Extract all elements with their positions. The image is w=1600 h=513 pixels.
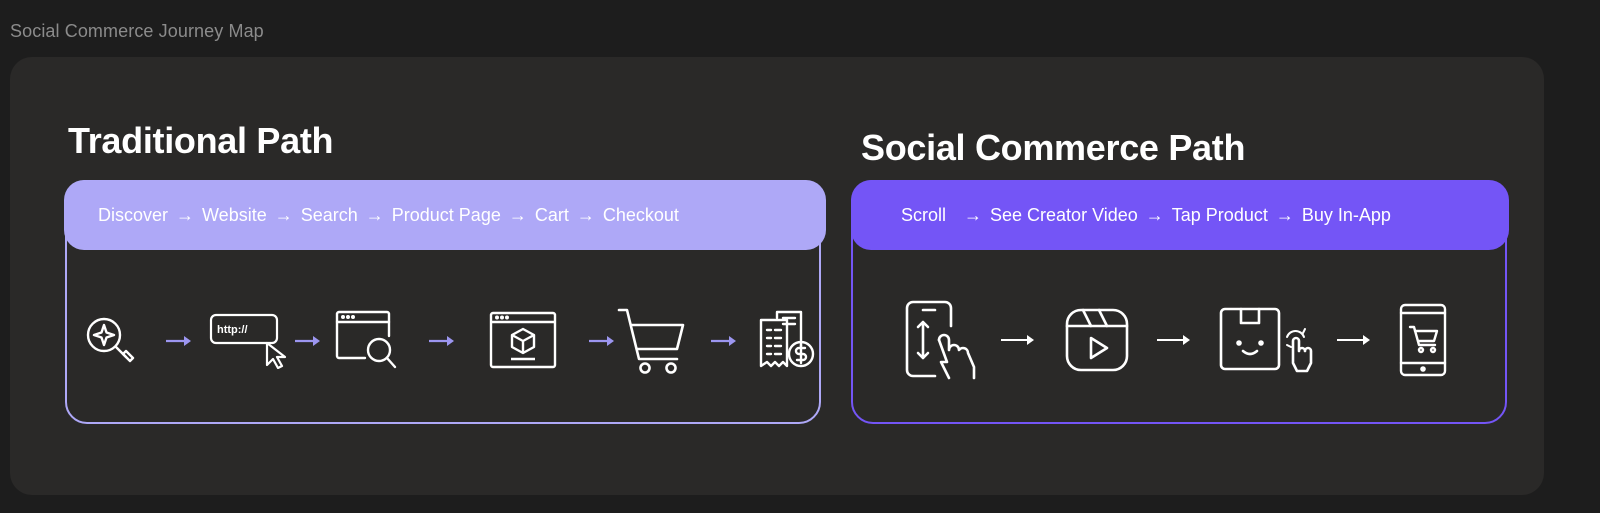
connector-arrow bbox=[429, 335, 455, 347]
connector-arrow bbox=[589, 335, 615, 347]
traditional-path-title: Traditional Path bbox=[68, 120, 334, 161]
mobile-cart-icon bbox=[1399, 303, 1447, 377]
step-see-creator-video: See Creator Video bbox=[990, 204, 1138, 225]
step-tap-product: Tap Product bbox=[1171, 204, 1268, 225]
traditional-path-panel: Discover → Website → Search → Product Pa… bbox=[64, 180, 826, 424]
step-scroll: Scroll bbox=[901, 204, 947, 225]
page-label: Social Commerce Journey Map bbox=[10, 21, 264, 41]
step-website: Website bbox=[202, 204, 267, 225]
traditional-steps-pill: Discover → Website → Search → Product Pa… bbox=[64, 180, 826, 250]
url-cursor-icon: http:// bbox=[209, 313, 295, 369]
arrow-right-icon: → bbox=[576, 204, 595, 225]
step-buy-in-app: Buy In-App bbox=[1301, 204, 1391, 225]
arrow-right-icon: → bbox=[508, 204, 527, 225]
receipt-payment-icon bbox=[759, 310, 819, 372]
social-steps-pill: Scroll → See Creator Video → Tap Product… bbox=[851, 180, 1509, 250]
connector-arrow bbox=[166, 335, 192, 347]
video-play-icon bbox=[1065, 308, 1129, 372]
social-path-panel: Scroll → See Creator Video → Tap Product… bbox=[851, 180, 1509, 424]
connector-arrow bbox=[1337, 334, 1371, 346]
arrow-right-icon: → bbox=[1145, 204, 1164, 225]
phone-swipe-icon bbox=[905, 300, 977, 380]
arrow-right-icon: → bbox=[1275, 204, 1294, 225]
social-path-title: Social Commerce Path bbox=[861, 127, 1246, 168]
connector-arrow bbox=[711, 335, 737, 347]
journey-map-card: Traditional Path Discover → Website → Se… bbox=[10, 57, 1544, 495]
step-checkout: Checkout bbox=[602, 204, 679, 225]
connector-arrow bbox=[295, 335, 321, 347]
step-product-page: Product Page bbox=[391, 204, 501, 225]
arrow-right-icon: → bbox=[964, 204, 983, 225]
browser-search-icon bbox=[335, 310, 399, 372]
shopping-cart-icon bbox=[617, 307, 687, 375]
url-text: http:// bbox=[217, 324, 248, 336]
arrow-right-icon: → bbox=[274, 204, 293, 225]
step-cart: Cart bbox=[534, 204, 569, 225]
connector-arrow bbox=[1001, 334, 1035, 346]
step-discover: Discover bbox=[98, 204, 169, 225]
connector-arrow bbox=[1157, 334, 1191, 346]
product-page-icon bbox=[489, 311, 559, 371]
sparkle-search-icon bbox=[82, 313, 138, 369]
product-box-tap-icon bbox=[1219, 307, 1319, 373]
step-search: Search bbox=[300, 204, 358, 225]
arrow-right-icon: → bbox=[365, 204, 384, 225]
arrow-right-icon: → bbox=[176, 204, 195, 225]
